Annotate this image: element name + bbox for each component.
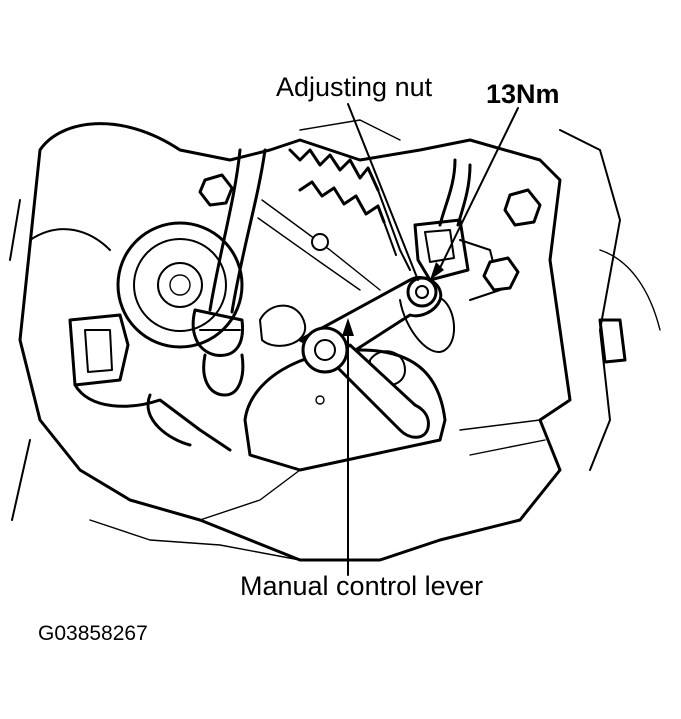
adjusting-nut-part — [406, 158, 501, 308]
figure-id-label: G03858267 — [38, 622, 148, 645]
transmission-housing — [9, 119, 661, 562]
round-boss — [116, 221, 244, 349]
manual-control-lever-label: Manual control lever — [240, 571, 484, 601]
adjusting-nut-label: Adjusting nut — [276, 72, 433, 102]
bolts — [198, 173, 627, 364]
harness-connector — [29, 228, 232, 452]
hose — [191, 148, 267, 397]
manual-control-lever-part — [298, 276, 456, 439]
leader-lines — [342, 103, 519, 576]
torque-spec-label: 13Nm — [486, 79, 560, 109]
shift-cable-bellows — [257, 148, 411, 291]
